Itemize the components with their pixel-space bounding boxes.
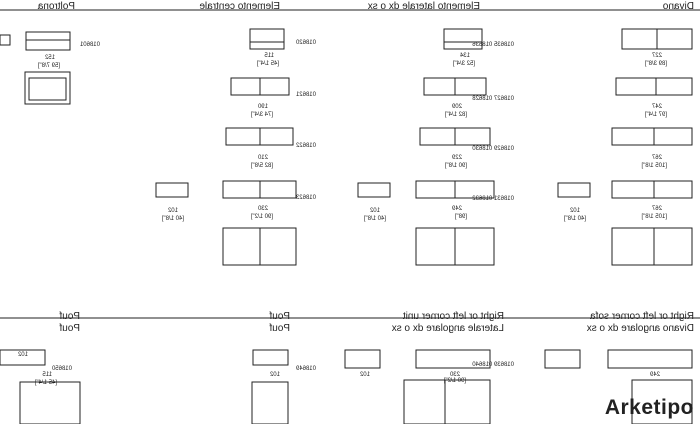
code-pouf-a: 018650 bbox=[51, 366, 72, 372]
code-laterale-2: 018627 018628 bbox=[472, 96, 514, 102]
dim-centrale-1-in: [45 1/4"] bbox=[256, 61, 279, 67]
code-centrale-1: 018620 bbox=[295, 40, 316, 46]
dim-divano-3-in: [105 1/8"] bbox=[641, 163, 667, 169]
code-centrale-3: 018622 bbox=[295, 143, 316, 149]
dim-centrale-4-in: [90 1/2"] bbox=[250, 214, 273, 220]
dim-poltrona-width-in: [59 7/8"] bbox=[37, 63, 60, 69]
dim-pouf-b-depth: 102 bbox=[269, 372, 280, 378]
dim-laterale-3-in: [90 1/8"] bbox=[444, 163, 467, 169]
dim-depth-centrale-in: [40 1/8"] bbox=[161, 216, 184, 222]
dim-pouf-a-width: 115 bbox=[42, 372, 52, 378]
dim-pouf-a-depth: 102 bbox=[17, 352, 28, 358]
dim-divano-4: 267 bbox=[651, 206, 662, 212]
dim-corner-unit-depth: 102 bbox=[359, 372, 370, 378]
dim-centrale-3: 210 bbox=[257, 155, 268, 161]
dim-depth-divano: 102 bbox=[569, 208, 580, 214]
dim-depth-divano-in: [40 1/8"] bbox=[563, 216, 586, 222]
dim-laterale-2-in: [82 1/4"] bbox=[444, 112, 467, 118]
dim-centrale-2: 190 bbox=[257, 104, 268, 110]
code-laterale-1: 018635 018636 bbox=[472, 42, 514, 48]
dim-laterale-1: 134 bbox=[459, 53, 470, 59]
dim-centrale-2-in: [74 3/4"] bbox=[250, 112, 273, 118]
dim-corner-unit-width-in: [90 1/2"] bbox=[443, 378, 466, 384]
dim-divano-1: 227 bbox=[651, 53, 662, 59]
dim-divano-2-in: [97 1/4"] bbox=[644, 112, 667, 118]
dim-laterale-2: 209 bbox=[451, 104, 462, 110]
code-laterale-4: 018631 018632 bbox=[472, 196, 514, 202]
dim-centrale-3-in: [82 5/8"] bbox=[250, 163, 273, 169]
dim-centrale-1: 115 bbox=[264, 53, 274, 59]
dim-laterale-4-in: [98"] bbox=[454, 214, 467, 220]
dim-divano-2: 247 bbox=[651, 104, 662, 110]
code-centrale-2: 018621 bbox=[295, 92, 316, 98]
code-laterale-3: 018629 018630 bbox=[472, 146, 514, 152]
dim-laterale-3: 229 bbox=[451, 155, 462, 161]
dim-corner-sofa-width: 249 bbox=[649, 372, 660, 378]
brand-logo: Arketipo bbox=[604, 396, 694, 419]
dim-divano-1-in: [89 3/8"] bbox=[644, 61, 667, 67]
dim-divano-3: 267 bbox=[651, 155, 662, 161]
dim-depth-centrale: 102 bbox=[167, 208, 178, 214]
dim-laterale-4: 249 bbox=[451, 206, 462, 212]
code-centrale-4: 018623 bbox=[295, 195, 316, 201]
dim-poltrona-width: 152 bbox=[44, 55, 55, 61]
dim-depth-laterale-in: [40 1/8"] bbox=[363, 216, 386, 222]
code-pouf-b: 018649 bbox=[295, 366, 316, 372]
dim-pouf-a-width-in: [45 1/4"] bbox=[34, 380, 57, 386]
dim-centrale-4: 230 bbox=[257, 206, 268, 212]
code-corner-unit: 018639 018640 bbox=[472, 362, 514, 368]
dim-divano-4-in: [105 1/8"] bbox=[641, 214, 667, 220]
dim-depth-laterale: 102 bbox=[369, 208, 380, 214]
code-poltrona: 018601 bbox=[79, 42, 100, 48]
dim-laterale-1-in: [52 3/4"] bbox=[452, 61, 475, 67]
